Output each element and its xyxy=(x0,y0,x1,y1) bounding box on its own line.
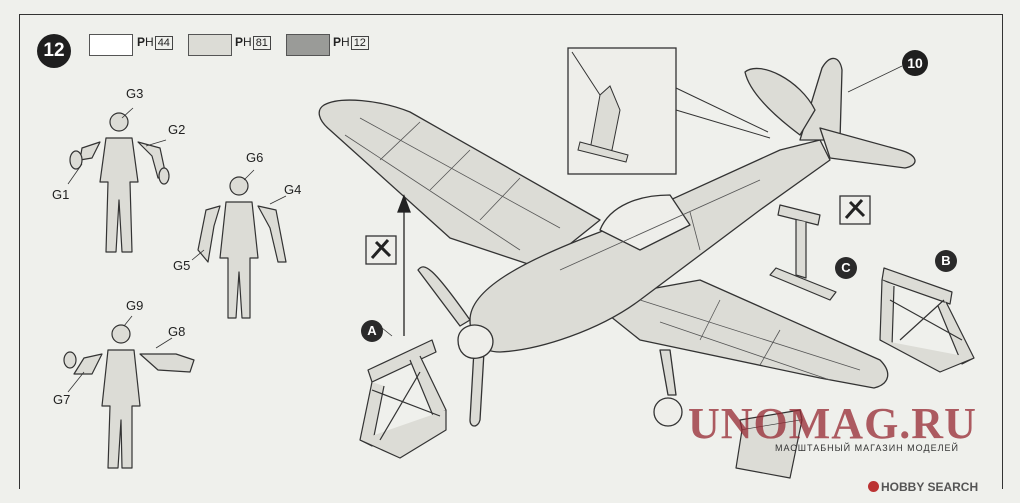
glue-icon-1 xyxy=(365,235,397,265)
part-label-g1: G1 xyxy=(52,187,70,202)
part-label-g2: G2 xyxy=(168,122,186,137)
propeller-hub xyxy=(457,324,494,359)
pilot-figure-3 xyxy=(63,324,195,469)
horizontal-stabilizer xyxy=(744,67,816,136)
paint-swatch-white xyxy=(89,34,133,56)
horizontal-stabilizer-right xyxy=(819,127,916,169)
part-label-g6: G6 xyxy=(246,150,264,165)
paint-swatch-light-gray xyxy=(188,34,232,56)
part-label-g8: G8 xyxy=(168,324,186,339)
detail-inset xyxy=(567,47,771,175)
callout-part-10: 10 xyxy=(902,50,928,76)
hobby-search-credit: HOBBY SEARCH xyxy=(868,480,978,494)
glue-icon-2 xyxy=(839,195,871,225)
part-label-g9: G9 xyxy=(126,298,144,313)
callout-b: B xyxy=(935,250,957,272)
canopy xyxy=(599,194,691,251)
sheet-border xyxy=(19,14,1003,489)
landing-gear xyxy=(659,349,677,396)
watermark-unomag: UNOMAG.RU xyxy=(688,399,977,448)
stand-c xyxy=(769,204,837,301)
part-label-g4: G4 xyxy=(284,182,302,197)
hobby-search-logo-icon xyxy=(868,481,879,492)
step-number-badge: 12 xyxy=(37,34,71,68)
part-label-g7: G7 xyxy=(53,392,71,407)
vertical-tail xyxy=(799,57,843,141)
right-wing xyxy=(589,279,889,389)
stand-bottom xyxy=(735,409,803,479)
stand-b xyxy=(879,267,975,373)
part-label-g5: G5 xyxy=(173,258,191,273)
callout-a: A xyxy=(361,320,383,342)
left-wing xyxy=(318,99,601,269)
part-label-g3: G3 xyxy=(126,86,144,101)
propeller-upper xyxy=(417,266,471,327)
stand-a xyxy=(359,339,447,459)
pilot-figure-1 xyxy=(69,112,170,253)
callout-c: C xyxy=(835,257,857,279)
propeller-lower xyxy=(469,349,485,427)
fuselage xyxy=(469,139,831,353)
wheel xyxy=(653,397,683,427)
pilot-figure-2 xyxy=(197,176,287,319)
watermark-subtitle: МАСШТАБНЫЙ МАГАЗИН МОДЕЛЕЙ xyxy=(775,443,959,453)
paint-swatch-dark-gray xyxy=(286,34,330,56)
